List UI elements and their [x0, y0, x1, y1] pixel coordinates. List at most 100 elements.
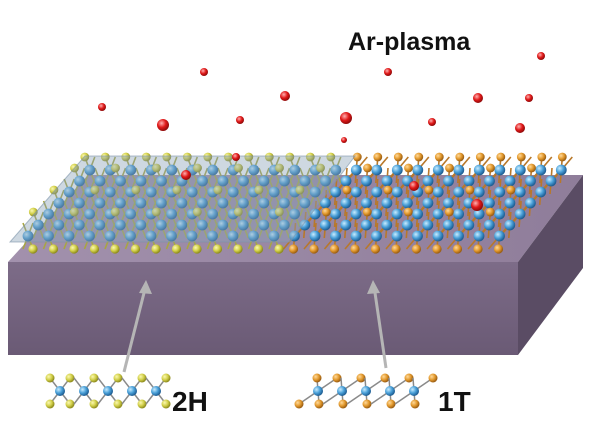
metal-atom — [248, 164, 260, 176]
sulfur-atom — [121, 152, 131, 162]
metal-atom — [248, 208, 259, 220]
metal-atom — [299, 197, 311, 209]
argon-ion — [473, 93, 483, 103]
argon-ion — [537, 52, 545, 60]
metal-atom — [494, 164, 506, 176]
metal-atom — [115, 197, 126, 209]
metal-atom — [289, 208, 300, 220]
metal-atom — [473, 230, 485, 242]
metal-atom — [238, 197, 249, 209]
metal-atom — [409, 386, 419, 396]
argon-ion — [157, 119, 169, 131]
metal-atom — [453, 230, 464, 242]
sulfur-atom — [403, 207, 413, 217]
sulfur-atom — [516, 152, 526, 162]
metal-atom — [443, 175, 454, 187]
sulfur-atom — [48, 244, 59, 254]
metal-atom — [412, 230, 423, 242]
metal-atom — [217, 219, 229, 231]
sulfur-atom — [473, 244, 483, 254]
sulfur-atom — [151, 244, 161, 254]
bottom-sulfur-layer — [28, 244, 504, 254]
metal-atom — [432, 230, 444, 242]
metal-atom — [176, 197, 188, 209]
metal-atom — [442, 219, 454, 231]
metal-atom — [268, 230, 280, 242]
metal-atom — [330, 230, 341, 242]
metal-atom — [381, 219, 393, 231]
metal-atom — [125, 208, 136, 220]
sulfur-atom — [65, 373, 75, 383]
sulfur-atom — [356, 373, 366, 383]
metal-atom — [350, 230, 362, 242]
sulfur-atom — [113, 373, 123, 383]
sulfur-atom — [411, 244, 422, 254]
metal-atom — [309, 230, 321, 242]
sulfur-atom — [110, 244, 120, 254]
metal-atom — [320, 175, 331, 187]
metal-atom — [432, 164, 444, 176]
metal-atom — [463, 175, 475, 187]
sulfur-atom — [428, 373, 438, 383]
metal-atom — [94, 197, 106, 209]
sulfur-atom — [485, 207, 495, 217]
metal-atom — [545, 175, 557, 187]
metal-atom — [258, 219, 270, 231]
metal-atom — [525, 175, 536, 187]
metal-atom — [555, 164, 567, 176]
sulfur-atom — [321, 207, 331, 217]
sulfur-atom — [338, 399, 348, 409]
metal-atom — [156, 175, 167, 187]
argon-ion — [236, 116, 244, 124]
sulfur-atom — [233, 207, 243, 217]
sulfur-atom — [434, 152, 444, 162]
sulfur-atom — [350, 244, 360, 254]
sulfur-atom — [28, 244, 38, 254]
sulfur-atom — [329, 244, 340, 254]
top-sulfur-layer — [28, 152, 567, 217]
overlay-sheet — [8, 155, 357, 243]
sulfur-atom — [404, 373, 414, 383]
plasma-ions — [98, 52, 545, 211]
metal-atom — [337, 386, 347, 396]
metal-atom — [432, 208, 444, 220]
metal-atom — [237, 219, 249, 231]
sulfur-atom — [332, 373, 342, 383]
metal-atom — [453, 186, 465, 198]
metal-atom — [453, 164, 465, 176]
metal-atom — [360, 219, 372, 231]
metal-atom — [350, 186, 362, 198]
metal-atom — [432, 186, 444, 198]
sulfur-atom — [294, 399, 304, 409]
argon-ion — [471, 199, 483, 211]
sulfur-atom — [244, 152, 254, 162]
metal-atom — [535, 164, 547, 176]
sulfur-atom — [342, 185, 352, 195]
sulfur-atom — [309, 244, 319, 254]
metal-atom — [166, 208, 178, 220]
metal-atom — [207, 164, 219, 176]
sulfur-atom — [89, 373, 99, 383]
sulfur-atom — [110, 207, 120, 217]
sulfur-atom — [370, 244, 381, 254]
argon-ion — [340, 112, 352, 124]
metal-atom — [63, 230, 75, 242]
metal-atom — [268, 186, 280, 198]
argon-ion — [525, 94, 533, 102]
metal-atom — [473, 164, 485, 176]
sulfur-atom — [373, 152, 383, 162]
metal-atom — [125, 230, 136, 242]
metal-atom — [103, 386, 113, 396]
sulfur-atom — [203, 152, 213, 162]
argon-ion — [384, 68, 392, 76]
sulfur-atom — [496, 152, 506, 162]
sulfur-atom — [363, 163, 372, 173]
metal-atom — [43, 208, 54, 220]
sulfur-atom — [131, 185, 141, 195]
sulfur-atom — [182, 152, 192, 162]
metal-atom — [391, 164, 403, 176]
sulfur-atom — [49, 185, 59, 195]
sulfur-atom — [192, 207, 202, 217]
metal-atom — [151, 386, 161, 396]
metal-atom — [74, 197, 85, 209]
